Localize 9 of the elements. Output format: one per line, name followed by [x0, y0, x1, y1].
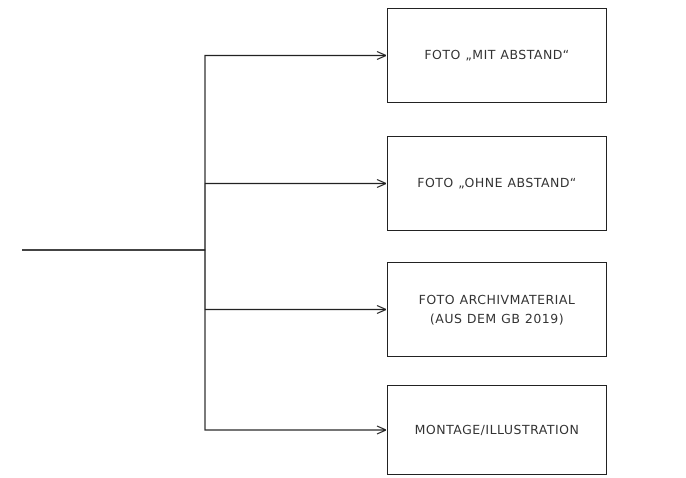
category-box [387, 385, 607, 475]
arrow [22, 249, 387, 435]
box-label: FOTO ARCHIVMATERIAL (AUS DEM GB 2019) [418, 291, 576, 328]
box-label: FOTO „MIT ABSTAND“ [424, 46, 570, 64]
box-label: MONTAGE/ILLUSTRATION [414, 420, 580, 439]
box-label: FOTO „OHNE ABSTAND“ [417, 174, 577, 192]
category-box [387, 262, 607, 357]
category-box [387, 136, 607, 231]
category-box [387, 8, 607, 103]
